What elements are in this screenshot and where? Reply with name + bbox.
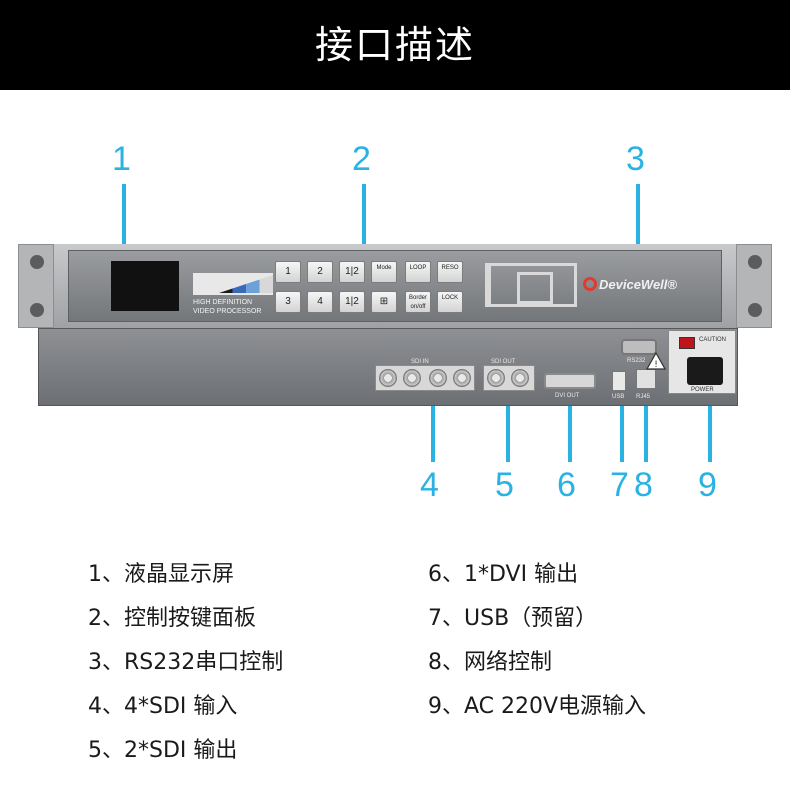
mount-hole-icon bbox=[30, 303, 44, 317]
callout-6: 6 bbox=[557, 466, 576, 504]
legend-item-5: 5、2*SDI 输出 bbox=[88, 738, 238, 763]
rj45-port bbox=[636, 369, 656, 389]
sdi-in-label: SDI IN bbox=[411, 359, 429, 365]
warning-triangle-icon: ! bbox=[646, 351, 666, 370]
callout-line-7 bbox=[620, 400, 624, 462]
dvi-port bbox=[544, 373, 596, 389]
callout-line-8 bbox=[644, 400, 648, 462]
key-2[interactable]: 2 bbox=[307, 261, 333, 283]
key-1-2-bottom[interactable]: 1|2 bbox=[339, 291, 365, 313]
power-module: CAUTION POWER bbox=[668, 330, 736, 394]
callout-5: 5 bbox=[495, 466, 514, 504]
legend-item-7: 7、USB（预留） bbox=[428, 606, 598, 631]
rack-ear-right bbox=[736, 244, 772, 328]
mount-hole-icon bbox=[30, 255, 44, 269]
key-reso[interactable]: RESO bbox=[437, 261, 463, 283]
caution-label: CAUTION bbox=[699, 337, 726, 343]
bnc-sdi-in-3-icon bbox=[429, 369, 447, 387]
key-4[interactable]: 4 bbox=[307, 291, 333, 313]
mount-hole-icon bbox=[748, 303, 762, 317]
rack-ear-left bbox=[18, 244, 54, 328]
power-label: POWER bbox=[691, 387, 714, 393]
legend-item-1: 1、液晶显示屏 bbox=[88, 562, 234, 587]
power-socket bbox=[687, 357, 723, 385]
bnc-sdi-in-4-icon bbox=[453, 369, 471, 387]
bnc-sdi-out-2-icon bbox=[511, 369, 529, 387]
legend-item-6: 6、1*DVI 输出 bbox=[428, 562, 579, 587]
callout-7: 7 bbox=[610, 466, 629, 504]
usb-port bbox=[612, 371, 626, 391]
rs232-label: RS232 bbox=[627, 358, 646, 364]
callout-line-4 bbox=[431, 406, 435, 462]
legend-item-9: 9、AC 220V电源输入 bbox=[428, 694, 647, 719]
callout-1: 1 bbox=[112, 140, 131, 178]
callout-line-2 bbox=[362, 184, 366, 266]
key-3[interactable]: 3 bbox=[275, 291, 301, 313]
callout-8: 8 bbox=[634, 466, 653, 504]
rj45-label: RJ45 bbox=[636, 394, 651, 400]
key-quad-view[interactable]: ⊞ bbox=[371, 291, 397, 313]
key-1-2-top[interactable]: 1|2 bbox=[339, 261, 365, 283]
device-rear-panel: SDI IN SDI OUT DVI OUT RS232 USB RJ45 bbox=[38, 328, 738, 406]
device-front-panel: HIGH DEFINITION VIDEO PROCESSOR 1 2 1|2 … bbox=[18, 244, 772, 328]
callout-line-5 bbox=[506, 406, 510, 462]
bnc-sdi-in-1-icon bbox=[379, 369, 397, 387]
page-title: 接口描述 bbox=[314, 23, 475, 67]
callout-2: 2 bbox=[352, 140, 371, 178]
legend-item-3: 3、RS232串口控制 bbox=[88, 650, 284, 675]
sdi-out-label: SDI OUT bbox=[491, 359, 516, 365]
key-border[interactable]: Border on/off bbox=[405, 291, 431, 313]
bnc-sdi-out-1-icon bbox=[487, 369, 505, 387]
power-switch[interactable] bbox=[679, 337, 695, 349]
callout-line-9 bbox=[708, 400, 712, 462]
callout-3: 3 bbox=[626, 140, 645, 178]
callout-9: 9 bbox=[698, 466, 717, 504]
panel-face: HIGH DEFINITION VIDEO PROCESSOR 1 2 1|2 … bbox=[68, 250, 722, 322]
lcd-display bbox=[111, 261, 179, 311]
key-mode[interactable]: Mode bbox=[371, 261, 397, 283]
brand-logo-icon bbox=[583, 277, 597, 291]
usb-label: USB bbox=[612, 394, 625, 400]
legend-item-8: 8、网络控制 bbox=[428, 650, 552, 675]
key-loop[interactable]: LOOP bbox=[405, 261, 431, 283]
dvi-out-label: DVI OUT bbox=[555, 393, 580, 399]
brand-name: DeviceWell® bbox=[599, 277, 677, 292]
logo-text-line2: VIDEO PROCESSOR bbox=[193, 308, 262, 315]
legend-item-4: 4、4*SDI 输入 bbox=[88, 694, 238, 719]
key-lock[interactable]: LOCK bbox=[437, 291, 463, 313]
key-1[interactable]: 1 bbox=[275, 261, 301, 283]
callout-4: 4 bbox=[420, 466, 439, 504]
title-banner bbox=[0, 0, 790, 90]
callout-line-6 bbox=[568, 400, 572, 462]
legend-item-2: 2、控制按键面板 bbox=[88, 606, 256, 631]
bnc-sdi-in-2-icon bbox=[403, 369, 421, 387]
callout-line-1 bbox=[122, 184, 126, 266]
mount-hole-icon bbox=[748, 255, 762, 269]
brand-graphic-icon bbox=[485, 263, 577, 307]
svg-text:!: ! bbox=[654, 360, 658, 370]
logo-text-line1: HIGH DEFINITION bbox=[193, 299, 253, 306]
rs232-port bbox=[621, 339, 657, 355]
